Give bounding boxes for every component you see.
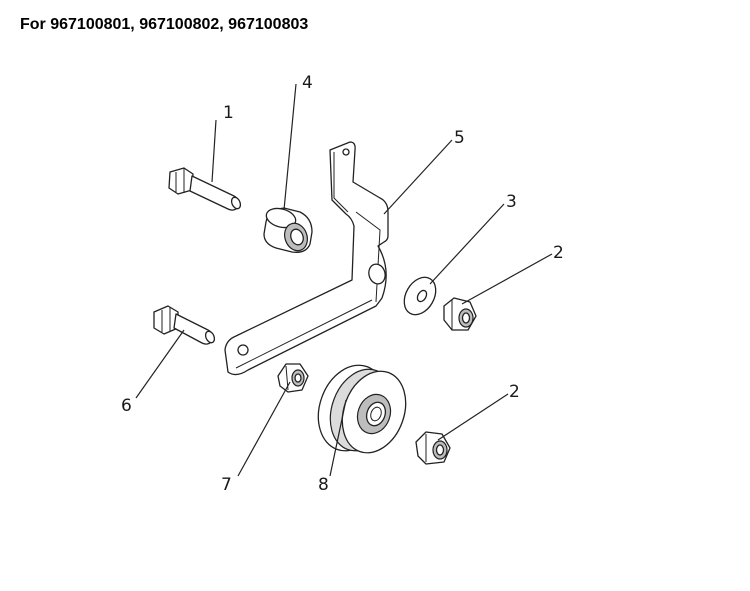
leader-8 [329,399,347,477]
callout-5: 5 [454,128,465,148]
leader-4 [283,83,297,211]
callout-8: 8 [318,475,329,495]
leader-7 [237,381,291,477]
part-3-washer [403,276,437,316]
leader-2-lower [437,393,509,441]
leader-5 [383,139,453,215]
callout-2-lower: 2 [509,382,520,402]
leader-3 [429,203,505,285]
leader-lines [135,83,553,477]
callout-1: 1 [223,103,234,123]
part-2-nut-upper [443,297,477,331]
callout-7: 7 [221,475,232,495]
leader-2-upper [461,253,553,305]
part-1-bolt [168,167,242,211]
callout-2-upper: 2 [553,243,564,263]
callout-4: 4 [302,73,313,93]
part-6-bolt [153,305,216,345]
leader-1 [211,119,217,183]
part-8-pulley [317,364,407,454]
callout-6: 6 [121,396,132,416]
callout-3: 3 [506,192,517,212]
part-4-spacer [263,207,313,253]
page-title: For 967100801, 967100802, 967100803 [20,16,309,33]
part-5-bracket [224,141,389,376]
part-2-nut-lower [415,431,451,465]
leader-6 [135,329,185,399]
part-7-nut [277,363,309,393]
